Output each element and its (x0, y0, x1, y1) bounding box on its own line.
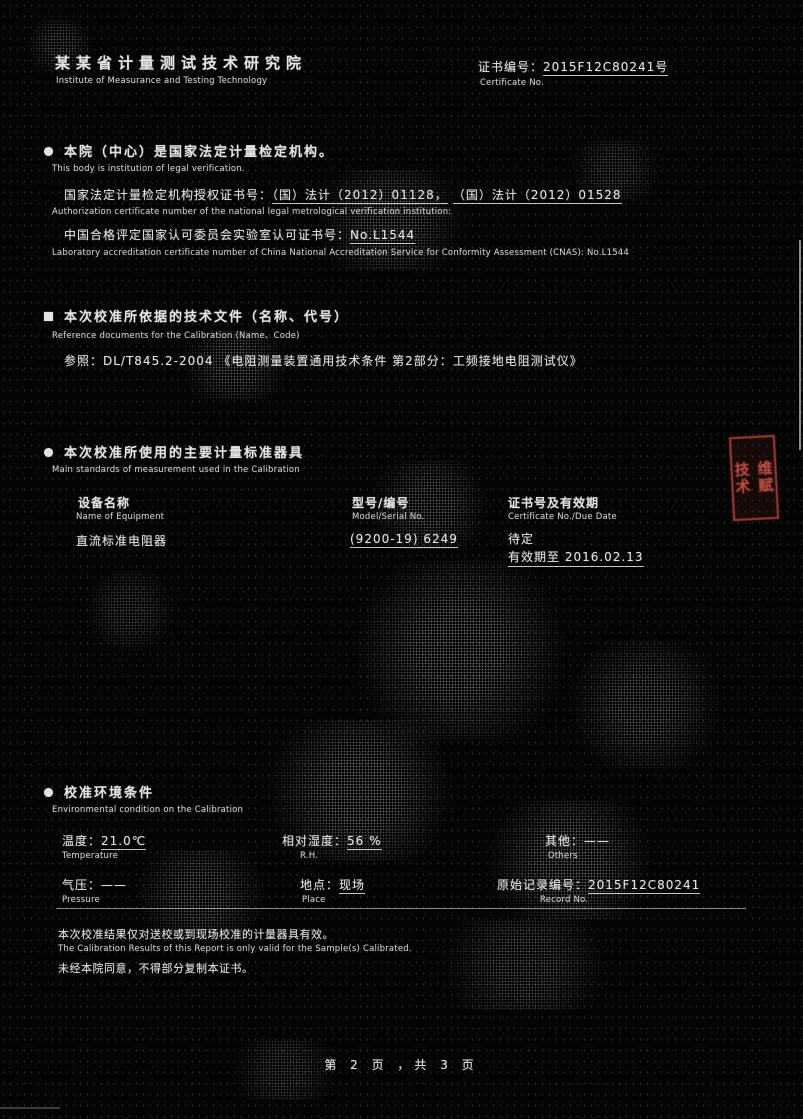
table-header-model-en: Model/Serial No. (352, 512, 425, 522)
certificate-no-label: 证书编号： (478, 60, 544, 74)
temperature-value: 21.0℃ (101, 834, 147, 850)
table-header-cert-cn: 证书号及有效期 (508, 496, 600, 510)
equipment-name-cell: 直流标准电阻器 (76, 534, 168, 548)
section-divider-line (56, 908, 746, 909)
scan-edge-artifact (799, 240, 801, 450)
footnote-validity-en: The Calibration Results of this Report i… (58, 944, 412, 954)
org-title-en: Institute of Measurance and Testing Tech… (56, 76, 268, 86)
noise-blob (560, 640, 730, 770)
scan-edge-artifact (0, 1107, 60, 1109)
authorization-cert-value-2: （国）法计（2012）01528 (452, 188, 622, 204)
environment-title-cn: 校准环境条件 (64, 786, 155, 801)
authorization-cert-label: 国家法定计量检定机构授权证书号： (64, 188, 273, 202)
others-label-en: Others (548, 851, 578, 861)
red-seal-stamp: 技术 维赋 (728, 434, 780, 522)
cnas-cert-en: Laboratory accreditation certificate num… (52, 248, 630, 258)
table-header-model-cn: 型号/编号 (352, 496, 410, 510)
others-label: 其他： (545, 834, 585, 848)
place-value: 现场 (339, 878, 366, 894)
equipment-cert-cell-line1: 待定 (508, 532, 535, 546)
equipment-cert-cell-line2: 有效期至 2016.02.13 (508, 548, 644, 567)
temperature-label-en: Temperature (62, 851, 119, 861)
humidity-label: 相对湿度： (282, 834, 348, 848)
authorization-cert-en: Authorization certificate number of the … (52, 207, 452, 217)
legal-body-statement-en: This body is institution of legal verifi… (52, 164, 245, 174)
red-seal-text-1: 技术 (732, 461, 752, 497)
footnote-validity-cn: 本次校准结果仅对送校或到现场校准的计量器具有效。 (58, 928, 334, 941)
place-label: 地点： (300, 878, 340, 892)
table-header-equipment-cn: 设备名称 (78, 496, 131, 510)
record-no-value: 2015F12C80241 (588, 878, 701, 894)
noise-blob (80, 570, 180, 650)
temperature-label: 温度： (62, 834, 102, 848)
table-header-equipment-en: Name of Equipment (76, 512, 165, 522)
equipment-model-cell: (9200-19) 6249 (350, 532, 458, 548)
section-bullet-icon (44, 788, 53, 797)
reference-doc-line: 参照：DL/T845.2-2004 《电阻测量装置通用技术条件 第2部分：工频接… (64, 354, 583, 368)
cnas-cert-label: 中国合格评定国家认可委员会实验室认可证书号： (64, 228, 351, 242)
legal-body-statement-cn: 本院（中心）是国家法定计量检定机构。 (64, 145, 335, 160)
standards-title-cn: 本次校准所使用的主要计量标准器具 (64, 446, 305, 461)
record-no-label-en: Record No. (540, 895, 589, 905)
noise-blob (420, 920, 630, 1010)
humidity-label-en: R.H. (300, 851, 319, 861)
reference-docs-title-cn: 本次校准所依据的技术文件（名称、代号） (64, 310, 350, 325)
certificate-no-value: 2015F12C80241号 (543, 60, 669, 76)
noise-blob (340, 560, 580, 740)
humidity-value: 56 % (347, 834, 382, 850)
red-seal-text-2: 维赋 (755, 459, 775, 495)
section-bullet-icon (44, 312, 53, 321)
footnote-copy-cn: 未经本院同意，不得部分复制本证书。 (58, 962, 254, 975)
table-header-cert-en: Certificate No./Due Date (508, 512, 617, 522)
authorization-cert-value-1: （国）法计（2012）01128， (272, 188, 448, 204)
page-number-footer: 第 2 页 ，共 3 页 (324, 1058, 479, 1072)
environment-title-en: Environmental condition on the Calibrati… (52, 805, 244, 815)
org-title-cn: 某某省计量测试技术研究院 (55, 54, 308, 72)
pressure-label: 气压： (62, 878, 102, 892)
pressure-label-en: Pressure (62, 895, 100, 905)
record-no-label: 原始记录编号： (497, 878, 589, 892)
reference-docs-title-en: Reference documents for the Calibration … (52, 331, 300, 341)
place-label-en: Place (302, 895, 326, 905)
cnas-cert-value: No.L1544 (350, 228, 416, 244)
section-bullet-icon (44, 448, 53, 457)
others-value: —— (584, 834, 611, 848)
pressure-value: —— (101, 878, 128, 892)
standards-title-en: Main standards of measurement used in th… (52, 465, 300, 475)
certificate-no-label-en: Certificate No. (480, 78, 544, 88)
section-bullet-icon (44, 147, 53, 156)
